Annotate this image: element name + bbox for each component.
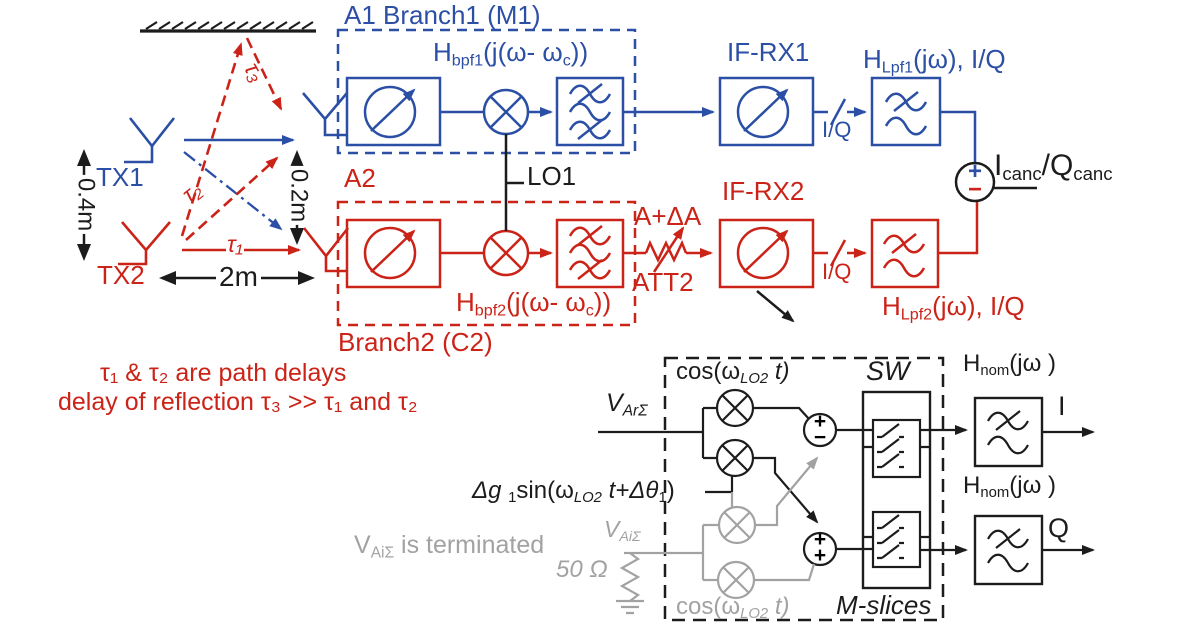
v-ai-sum-label: VAiΣ <box>604 516 641 545</box>
ground-icon <box>616 599 644 615</box>
termination-resistor-icon <box>619 552 641 602</box>
tx2-label: TX2 <box>97 260 145 290</box>
detail-dashed-box <box>663 356 945 622</box>
cos-lo2-bottom-label: cos(ωLO2 t) <box>676 593 790 623</box>
summer-icon <box>954 161 996 203</box>
note-path-delays: τ₁ & τ₂ are path delays <box>100 359 347 387</box>
tx1-label: TX1 <box>96 162 144 192</box>
detail-summer2-plus-top-sign: + <box>813 528 827 551</box>
branch1-dashed-box <box>336 28 637 155</box>
a-delta-a-label: A+ΔA <box>634 201 702 231</box>
out-i-label: I <box>1058 391 1066 421</box>
sw-label: SW <box>866 356 910 386</box>
ifrx2-label: IF-RX2 <box>722 176 805 206</box>
cancellation-summer <box>954 161 1037 203</box>
tx1-antenna-icon <box>124 117 176 164</box>
v-ar-sum-label: VArΣ <box>606 389 648 420</box>
branch2-title: Branch2 (C2) <box>338 327 493 357</box>
icanc-qcanc-label: Icanc/Qcanc <box>994 149 1113 185</box>
fifty-ohm-label: 50 Ω <box>556 556 608 583</box>
reflector-ceiling <box>140 21 316 33</box>
rx2-antenna-icon <box>302 227 350 273</box>
lo1-line <box>504 134 524 231</box>
lpf1-box <box>870 76 942 147</box>
out-q-label: Q <box>1048 513 1070 543</box>
branch1-title: A1 Branch1 (M1) <box>344 0 541 30</box>
iq1-label: I/Q <box>822 117 852 142</box>
ifrx2-detail-pointer-arrow <box>756 290 795 323</box>
switch-icons-bottom <box>877 514 904 560</box>
vga1-icon <box>363 85 417 139</box>
lpf2-box <box>870 218 940 289</box>
hnom1-box <box>973 396 1044 468</box>
att2-label: ATT2 <box>632 267 694 297</box>
lo1-label: LO1 <box>527 161 577 191</box>
detail-block <box>598 356 1095 622</box>
summer-minus-sign: − <box>967 176 982 203</box>
hnom2-box <box>973 514 1044 586</box>
detail-summer2-plus-bottom-sign: + <box>813 544 827 567</box>
hlpf2-label: HLpf2(jω), I/Q <box>882 291 1025 324</box>
hnom1-label: Hnom(jω ) <box>963 350 1057 380</box>
m-slices-label: M-slices <box>836 590 932 620</box>
terminated-path <box>616 456 819 615</box>
vai-terminated-note: VAiΣ is terminated <box>354 531 545 562</box>
vga2-icon <box>363 226 417 280</box>
dim-0-4m-label: 0.4m <box>72 174 99 235</box>
hnom2-label: Hnom(jω ) <box>963 472 1057 502</box>
dim-2m-label: 2m <box>216 262 261 291</box>
path-arrows <box>180 37 301 255</box>
cos-lo2-top-label: cos(ωLO2 t) <box>676 358 790 388</box>
sw-slice2-box <box>871 510 922 569</box>
dim-0-2m-label: 0.2m <box>285 165 312 226</box>
tx2-antenna-icon <box>118 221 171 266</box>
sw-slice1-box <box>871 418 922 479</box>
dg-sin-label: Δg 1sin(ωLO2 t+Δθ1) <box>472 477 675 507</box>
sw-block-box <box>861 390 932 590</box>
switch-icons-top <box>877 423 904 469</box>
branch1-circuit <box>336 28 977 162</box>
ifrx1-vga-icon <box>736 85 790 139</box>
iq2-label: I/Q <box>822 259 852 284</box>
tau1-label: τ₁ <box>226 231 244 257</box>
detail-summer1-plus-sign: + <box>813 410 827 433</box>
hbpf2-label: Hbpf2(j(ω- ωc)) <box>456 287 612 320</box>
rx1-antenna-icon <box>302 92 348 137</box>
note-reflection-delay: delay of reflection τ₃ >> τ₁ and τ₂ <box>58 388 418 416</box>
ifrx1-label: IF-RX1 <box>727 37 810 67</box>
hlpf1-label: HLpf1(jω), I/Q <box>863 44 1006 77</box>
ifrx2-vga-icon <box>736 226 790 280</box>
branch2-dashed-box <box>336 200 637 327</box>
detail-summer1-minus-sign: − <box>813 426 827 449</box>
a2-label: A2 <box>344 163 376 193</box>
att2-attenuator-icon <box>644 239 688 263</box>
summer-plus-sign: + <box>967 158 982 185</box>
hbpf1-label: Hbpf1(j(ω- ωc)) <box>433 37 589 70</box>
